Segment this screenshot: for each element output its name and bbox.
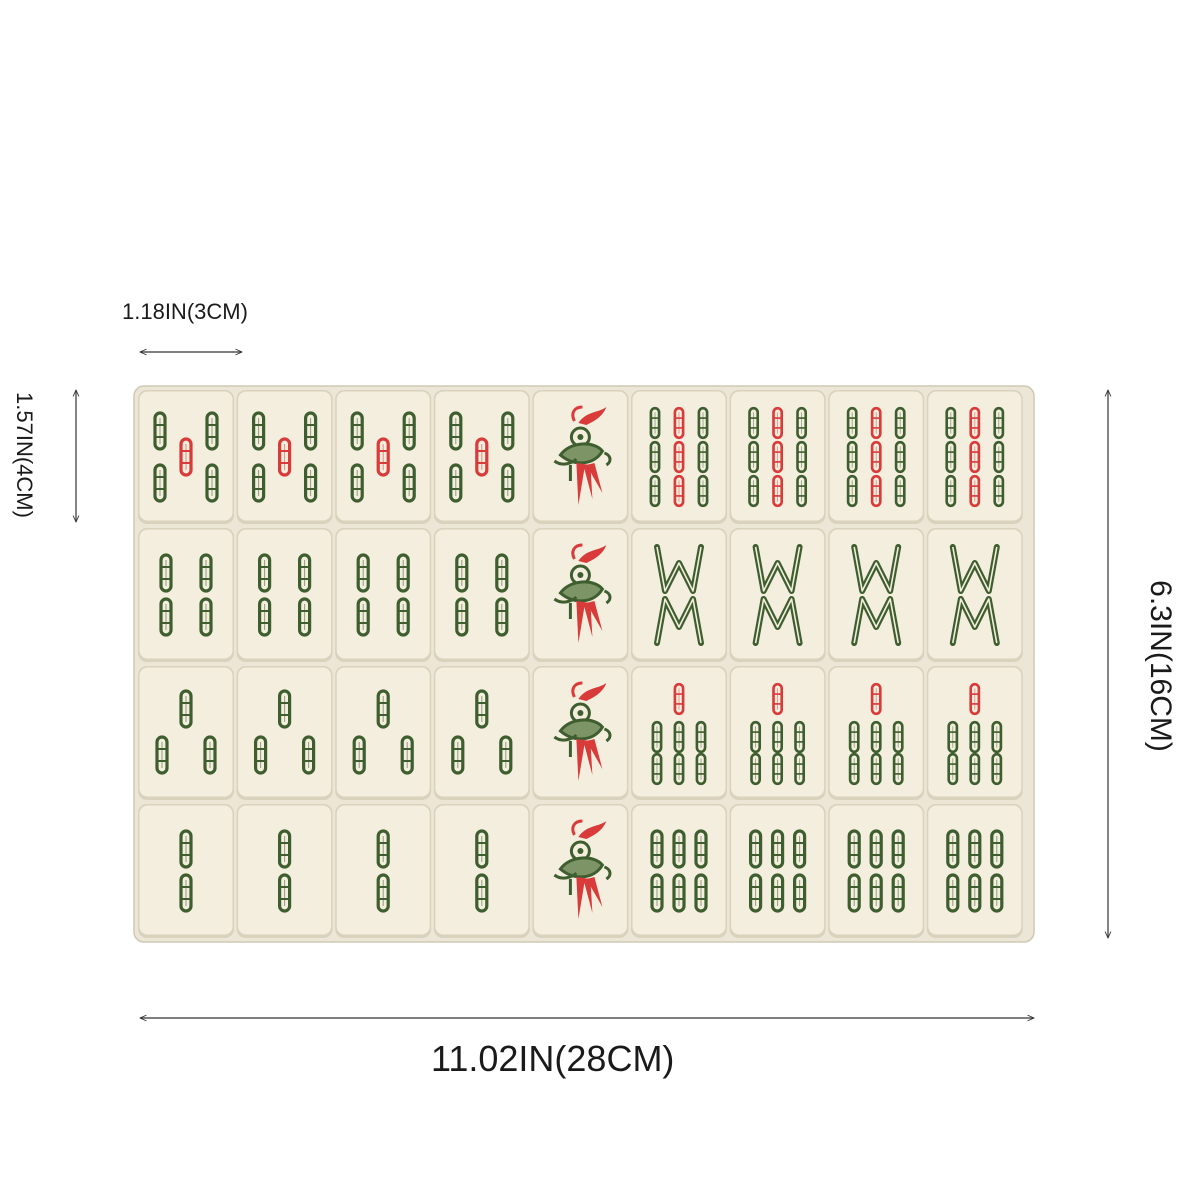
mahjong-tile-bamboo-2: [433, 804, 530, 938]
mahjong-tile-bamboo-8: [631, 528, 727, 662]
mahjong-tile-bamboo-9: [631, 390, 727, 524]
total-width-label: 11.02IN(28CM): [431, 1038, 675, 1079]
mahjong-tile-bamboo-6: [729, 804, 826, 938]
mahjong-tile-bamboo-2: [335, 804, 432, 938]
mahjong-tile-bamboo-3: [433, 666, 530, 800]
mahjong-tile-bamboo-7: [926, 666, 1023, 800]
tile-height-label: 1.57IN(4CM): [12, 392, 37, 518]
mahjong-tile-bamboo-6: [631, 804, 727, 938]
mahjong-tile-bamboo-7: [729, 666, 826, 800]
mahjong-tile-bamboo-7: [828, 666, 925, 800]
mahjong-tile-bamboo-9: [828, 390, 925, 524]
mahjong-tile-bamboo-5: [236, 390, 333, 524]
tile-width-label: 1.18IN(3CM): [122, 299, 248, 324]
mahjong-tile-bamboo-3: [236, 666, 333, 800]
mahjong-tile-bamboo-9: [729, 390, 826, 524]
mahjong-tile-bamboo-2: [236, 804, 333, 938]
mahjong-tile-bamboo-6: [926, 804, 1023, 938]
tile-set-wrap: [133, 385, 1035, 943]
mahjong-tile-bamboo-2: [138, 804, 234, 938]
mahjong-tile-bamboo-9: [926, 390, 1023, 524]
mahjong-tile-bamboo-4: [236, 528, 333, 662]
mahjong-tile-bamboo-8: [926, 528, 1023, 662]
mahjong-tile-bamboo-5: [335, 390, 432, 524]
mahjong-tile-bamboo-4: [433, 528, 530, 662]
mahjong-tile-bamboo-4: [335, 528, 432, 662]
mahjong-tile-bamboo-3: [138, 666, 234, 800]
mahjong-tile-bamboo-5: [138, 390, 234, 524]
tile-grid: [138, 390, 1023, 938]
mahjong-tile-bamboo-8: [828, 528, 925, 662]
mahjong-tile-bamboo-4: [138, 528, 234, 662]
mahjong-tile-bamboo-1-bird: [532, 666, 629, 800]
mahjong-tile-bamboo-6: [828, 804, 925, 938]
mahjong-tile-bamboo-5: [433, 390, 530, 524]
mahjong-tile-bamboo-8: [729, 528, 826, 662]
mahjong-tile-bamboo-1-bird: [532, 390, 629, 524]
mahjong-tile-bamboo-1-bird: [532, 804, 629, 938]
mahjong-tile-bamboo-1-bird: [532, 528, 629, 662]
mahjong-tile-bamboo-3: [335, 666, 432, 800]
mahjong-tile-bamboo-7: [631, 666, 727, 800]
total-height-label: 6.3IN(16CM): [1144, 580, 1177, 752]
